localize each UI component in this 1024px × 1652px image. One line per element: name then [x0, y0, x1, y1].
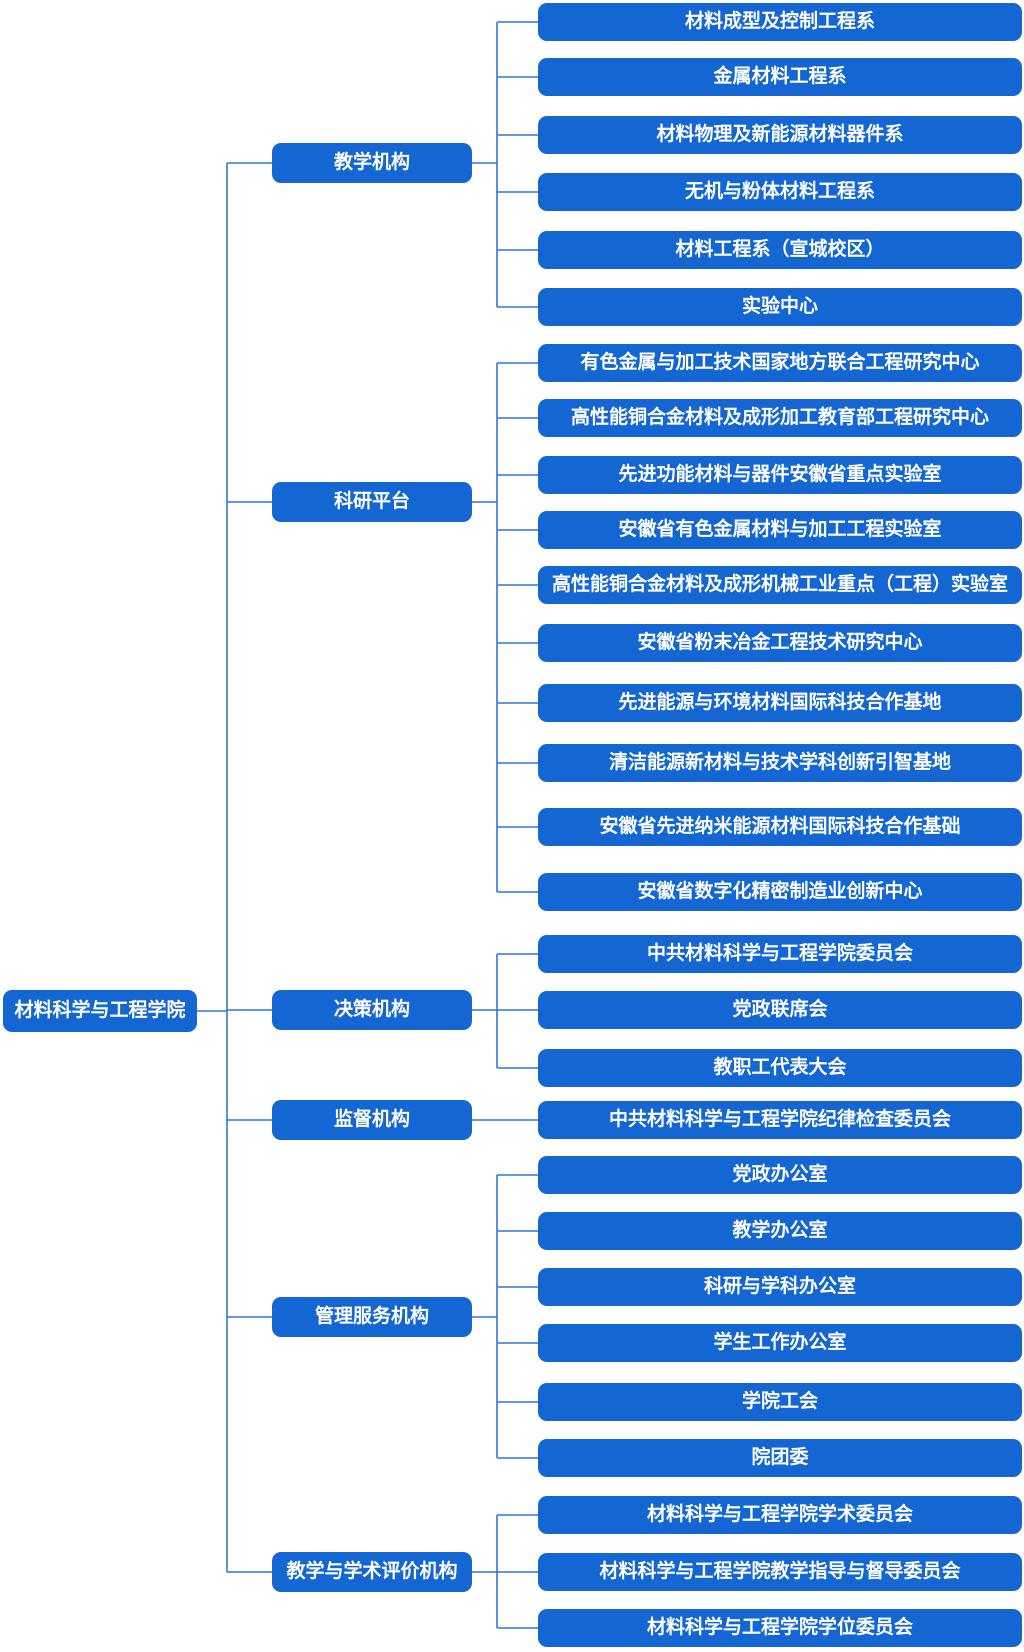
department-node: 材料工程系（宣城校区） [538, 231, 1022, 269]
category-node: 教学与学术评价机构 [272, 1552, 472, 1592]
department-node: 有色金属与加工技术国家地方联合工程研究中心 [538, 344, 1022, 382]
department-node: 中共材料科学与工程学院委员会 [538, 935, 1022, 973]
department-node: 无机与粉体材料工程系 [538, 173, 1022, 211]
department-node: 教学办公室 [538, 1212, 1022, 1250]
category-node: 教学机构 [272, 143, 472, 183]
root-node: 材料科学与工程学院 [3, 990, 197, 1032]
department-node: 科研与学科办公室 [538, 1268, 1022, 1306]
department-node: 安徽省先进纳米能源材料国际科技合作基础 [538, 808, 1022, 846]
department-node: 金属材料工程系 [538, 58, 1022, 96]
department-node: 材料科学与工程学院学术委员会 [538, 1496, 1022, 1534]
department-node: 党政联席会 [538, 991, 1022, 1029]
department-node: 先进功能材料与器件安徽省重点实验室 [538, 456, 1022, 494]
department-node: 学院工会 [538, 1383, 1022, 1421]
department-node: 清洁能源新材料与技术学科创新引智基地 [538, 744, 1022, 782]
department-node: 材料科学与工程学院教学指导与督导委员会 [538, 1553, 1022, 1591]
department-node: 材料物理及新能源材料器件系 [538, 116, 1022, 154]
department-node: 院团委 [538, 1439, 1022, 1477]
department-node: 教职工代表大会 [538, 1049, 1022, 1087]
department-node: 先进能源与环境材料国际科技合作基地 [538, 684, 1022, 722]
category-node: 管理服务机构 [272, 1297, 472, 1337]
category-node: 监督机构 [272, 1100, 472, 1140]
department-node: 安徽省有色金属材料与加工工程实验室 [538, 511, 1022, 549]
category-node: 科研平台 [272, 482, 472, 522]
department-node: 材料成型及控制工程系 [538, 3, 1022, 41]
department-node: 材料科学与工程学院学位委员会 [538, 1609, 1022, 1647]
department-node: 高性能铜合金材料及成形加工教育部工程研究中心 [538, 399, 1022, 437]
department-node: 学生工作办公室 [538, 1324, 1022, 1362]
department-node: 党政办公室 [538, 1156, 1022, 1194]
department-node: 安徽省数字化精密制造业创新中心 [538, 873, 1022, 911]
department-node: 实验中心 [538, 288, 1022, 326]
department-node: 高性能铜合金材料及成形机械工业重点（工程）实验室 [538, 566, 1022, 604]
department-node: 安徽省粉末冶金工程技术研究中心 [538, 624, 1022, 662]
category-node: 决策机构 [272, 990, 472, 1030]
department-node: 中共材料科学与工程学院纪律检查委员会 [538, 1101, 1022, 1139]
